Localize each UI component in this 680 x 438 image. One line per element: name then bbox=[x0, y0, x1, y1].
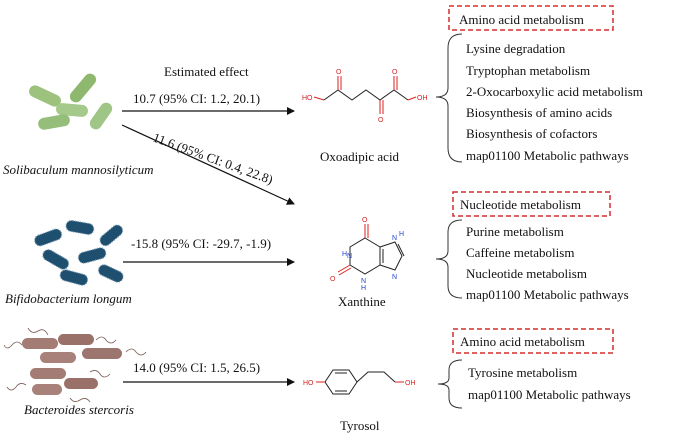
xanthine-o-label-1: O bbox=[362, 217, 368, 224]
tyrosol-structure: HO OH bbox=[303, 369, 416, 395]
brace-group-2 bbox=[435, 219, 463, 299]
xanthine-h-label-3: H bbox=[399, 231, 404, 238]
category-box-amino-acid-1 bbox=[448, 5, 614, 31]
effect-label-bifidobacterium-xanthine: -15.8 (95% CI: -29.7, -1.9) bbox=[131, 236, 271, 251]
pathway-item: map01100 Metabolic pathways bbox=[466, 287, 629, 302]
bifidobacterium-illustration bbox=[34, 219, 124, 286]
oxoadipic-o-label-1: O bbox=[336, 69, 342, 76]
metabolite-name-oxoadipic: Oxoadipic acid bbox=[320, 149, 400, 164]
pathway-item: Purine metabolism bbox=[466, 224, 564, 239]
tyrosol-oh-label: OH bbox=[405, 380, 416, 387]
pathway-item: Nucleotide metabolism bbox=[466, 266, 587, 281]
pathway-item: Lysine degradation bbox=[466, 41, 566, 56]
pathway-item: Caffeine metabolism bbox=[466, 245, 574, 260]
pathway-item: Biosynthesis of cofactors bbox=[466, 126, 597, 141]
xanthine-n-label-3: N bbox=[392, 235, 397, 242]
metabolite-name-xanthine: Xanthine bbox=[338, 294, 386, 309]
effect-label-solibaculum-oxoadipic: 10.7 (95% CI: 1.2, 20.1) bbox=[133, 91, 260, 106]
category-title-nucleotide: Nucleotide metabolism bbox=[460, 197, 581, 212]
oxoadipic-acid-structure: HO O O O OH bbox=[302, 69, 428, 124]
bacteroides-illustration bbox=[3, 327, 147, 403]
xanthine-o-label-2: O bbox=[330, 276, 336, 283]
xanthine-structure: O O H N N H N H N bbox=[330, 217, 405, 292]
pathway-item: 2-Oxocarboxylic acid metabolism bbox=[466, 84, 643, 99]
pathway-item: Biosynthesis of amino acids bbox=[466, 105, 612, 120]
pathway-item: Tryptophan metabolism bbox=[466, 63, 590, 78]
bacterium-name-bacteroides: Bacteroides stercoris bbox=[24, 402, 134, 417]
oxoadipic-oh-label: OH bbox=[417, 95, 428, 102]
brace-group-3 bbox=[437, 359, 463, 409]
xanthine-n-label-1: N bbox=[347, 253, 352, 260]
bacterium-name-solibaculum: Solibaculum mannosilyticum bbox=[3, 162, 154, 177]
xanthine-h-label-2: H bbox=[361, 285, 366, 292]
pathway-item: Tyrosine metabolism bbox=[468, 365, 577, 380]
metabolite-name-tyrosol: Tyrosol bbox=[340, 418, 380, 433]
effect-label-solibaculum-xanthine: 11.6 (95% CI: 0.4, 22.8) bbox=[151, 130, 275, 187]
solibaculum-illustration bbox=[29, 73, 113, 130]
xanthine-h-label-1: H bbox=[342, 251, 347, 258]
oxoadipic-o-label-3: O bbox=[392, 69, 398, 76]
brace-group-1 bbox=[435, 33, 463, 163]
oxoadipic-o-label-2: O bbox=[378, 117, 384, 124]
bacterium-name-bifidobacterium: Bifidobacterium longum bbox=[5, 291, 132, 306]
pathway-item: map01100 Metabolic pathways bbox=[468, 387, 631, 402]
category-title-amino-acid-1: Amino acid metabolism bbox=[459, 12, 584, 27]
category-box-amino-acid-2 bbox=[452, 328, 614, 354]
oxoadipic-ho-label: HO bbox=[302, 95, 313, 102]
tyrosol-ho-label: HO bbox=[303, 380, 314, 387]
xanthine-n-label-2: N bbox=[361, 278, 366, 285]
category-title-amino-acid-2: Amino acid metabolism bbox=[460, 334, 585, 349]
pathway-item: map01100 Metabolic pathways bbox=[466, 148, 629, 163]
estimated-effect-header: Estimated effect bbox=[164, 64, 249, 79]
category-box-nucleotide bbox=[452, 191, 611, 217]
xanthine-n-label-4: N bbox=[392, 274, 397, 281]
arrow-solibaculum-xanthine bbox=[121, 124, 295, 205]
effect-label-bacteroides-tyrosol: 14.0 (95% CI: 1.5, 26.5) bbox=[133, 360, 260, 375]
